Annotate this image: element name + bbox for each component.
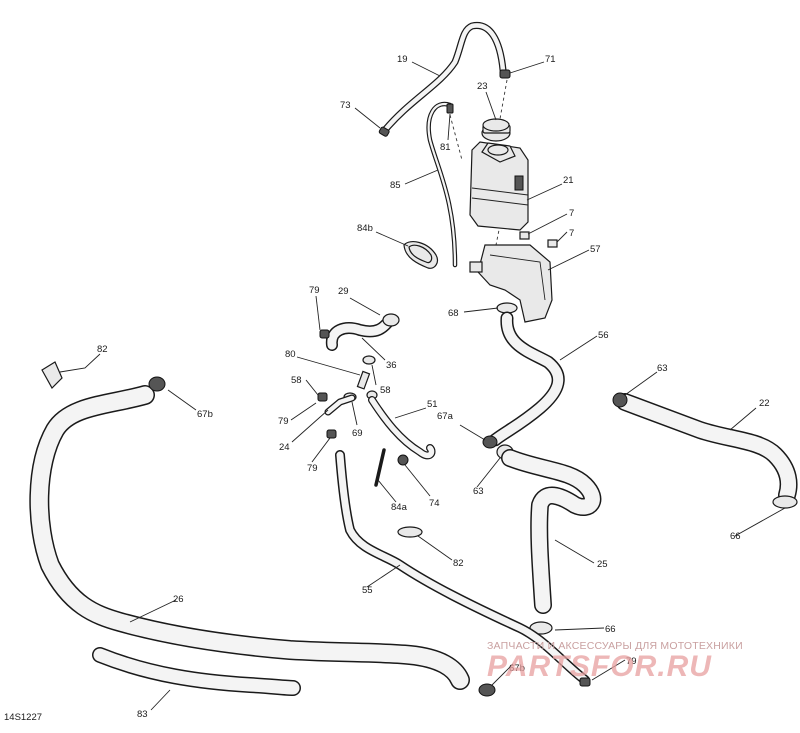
callout-25: 25 [597,559,608,570]
clamp-79-mid [317,392,328,402]
callout-82-upper: 82 [97,344,108,355]
hose-25 [501,449,602,614]
callout-81: 81 [440,142,451,153]
callout-7-lower: 7 [569,228,574,239]
gasket-84b [403,241,439,269]
callout-labels: 19 71 73 23 81 85 21 84b 7 7 57 79 29 68… [97,54,770,720]
callout-7-upper: 7 [569,208,574,219]
callout-82-lower: 82 [453,558,464,569]
hose-36 [325,314,396,351]
callout-85: 85 [390,180,401,191]
clamp-73 [378,126,390,137]
callout-83: 83 [137,709,148,720]
callout-56: 56 [598,330,609,341]
fitting-80 [356,370,371,390]
callout-29: 29 [338,286,349,297]
callout-74: 74 [429,498,440,509]
fitting-58-upper [362,355,376,365]
watermark-tagline: ЗАПЧАСТИ И АКСЕССУАРЫ ДЛЯ МОТОТЕХНИКИ [487,640,743,652]
callout-51: 51 [427,399,438,410]
coolant-reservoir-21 [469,141,529,231]
callout-67b-upper: 67b [197,409,213,420]
reservoir-bracket-57 [469,244,553,323]
callout-79-top: 79 [309,285,320,296]
callout-79-mid: 79 [278,416,289,427]
callout-68: 68 [448,308,459,319]
callout-22: 22 [759,398,770,409]
hose-22 [616,393,798,504]
figure-reference-code: 14S1227 [4,712,43,723]
hose-19 [381,21,507,134]
seal-strip-84a [374,448,386,487]
reservoir-cap-23 [481,118,511,142]
callout-84b: 84b [357,223,373,234]
callout-69: 69 [352,428,363,439]
callout-63-right: 63 [657,363,668,374]
callout-79-bottom: 79 [626,656,637,667]
callout-58-lower: 58 [380,385,391,396]
clamp-74 [397,454,409,466]
callout-36: 36 [386,360,397,371]
clamp-67a [482,435,498,449]
callout-79-lower: 79 [307,463,318,474]
clamp-82-lower [397,526,423,538]
clip-7-lower [547,239,558,248]
callout-23: 23 [477,81,488,92]
clamp-66-right [772,495,798,509]
callout-57: 57 [590,244,601,255]
tee-24 [324,394,356,416]
watermark: ЗАПЧАСТИ И АКСЕССУАРЫ ДЛЯ МОТОТЕХНИКИ PA… [487,640,787,684]
clamp-79-top [319,329,330,339]
callout-58-upper: 58 [291,375,302,386]
hose-26 [29,385,470,690]
callout-66-right: 66 [730,531,741,542]
clip-7-upper [519,231,530,240]
callout-19: 19 [397,54,408,65]
leader-lines [59,61,786,711]
callout-67b-lower: 67b [509,663,525,674]
clamp-79-lower [326,429,337,439]
callout-84a: 84a [391,502,408,513]
clamp-63-right [612,392,628,408]
clamp-71 [499,69,511,79]
callout-26: 26 [173,594,184,605]
callout-55: 55 [362,585,373,596]
clamp-79-bottom [579,677,591,687]
callout-24: 24 [279,442,290,453]
assembly-line-81 [449,114,463,161]
callout-67a: 67a [437,411,454,422]
callout-73: 73 [340,100,351,111]
clamp-67b-lower [478,683,496,697]
hose-56 [488,311,565,447]
hose-51 [368,396,436,460]
callout-21: 21 [563,175,574,186]
watermark-brand: PARTSFOR.RU [487,650,712,683]
callout-71: 71 [545,54,556,65]
callout-63-center: 63 [473,486,484,497]
plug-29 [382,313,400,327]
gasket-82-upper [41,361,63,389]
fitting-81 [446,103,454,114]
callout-66-lower: 66 [605,624,616,635]
hose-85 [426,101,458,268]
clamp-67b-upper [148,376,166,392]
callout-80: 80 [285,349,296,360]
assembly-line-tank [494,224,501,251]
hose-83 [92,647,301,696]
hose-55 [335,450,590,685]
